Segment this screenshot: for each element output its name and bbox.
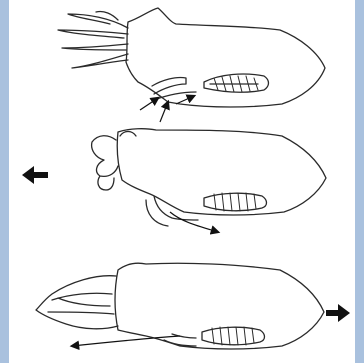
squid-1-inflow-arrow-b [160,102,168,122]
squid-2-gill-lamellae [214,193,256,211]
squid-1-tentacles [58,11,128,68]
squid-contraction-stage [92,129,326,232]
squid-1-inflow-arrow-a [140,98,158,110]
squid-1-inflow-arrow-c [176,96,194,104]
squid-1-gill [204,74,269,92]
squid-3-gill [202,327,265,345]
squid-intake-stage [58,8,325,122]
squid-2-arms [92,132,136,191]
squid-2-siphon [146,196,198,226]
squid-3-siphon [164,334,196,346]
squid-2-gill [204,193,267,211]
motion-arrow-left-icon [22,166,48,184]
squid-1-siphon [152,77,196,100]
squid-2-mantle [117,129,326,215]
squid-jet-stage [36,263,324,349]
squid-3-gill-lamellae [212,327,254,345]
motion-arrow-right-icon [326,304,350,322]
squid-3-mantle [115,263,324,349]
squid-3-arms [36,276,118,329]
